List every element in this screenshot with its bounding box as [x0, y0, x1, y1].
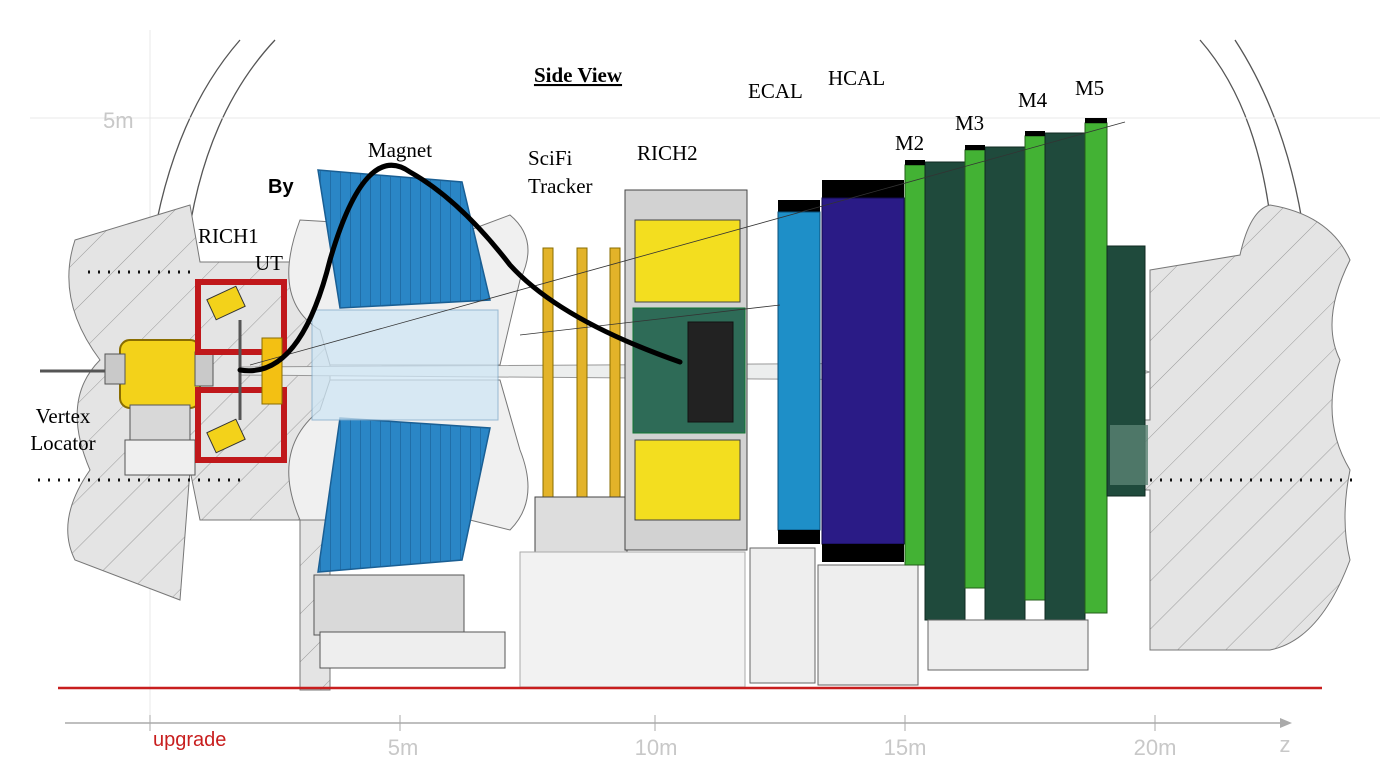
vertical-5m-label: 5m — [103, 108, 134, 133]
vertex-locator — [104, 339, 214, 476]
label-magnet: Magnet — [368, 138, 432, 162]
label-m4: M4 — [1018, 88, 1048, 112]
upgrade-label: upgrade — [153, 729, 226, 751]
diagram-title: Side View — [534, 63, 623, 87]
ecal — [749, 200, 821, 684]
z-axis — [65, 715, 1292, 731]
dotted-guides — [38, 270, 1360, 482]
rich1-detector — [195, 279, 287, 463]
label-rich2: RICH2 — [637, 141, 698, 165]
z-tick-20m: 20m — [1134, 735, 1177, 760]
label-ecal: ECAL — [748, 79, 803, 103]
label-hcal: HCAL — [828, 66, 885, 90]
label-m2: M2 — [895, 131, 924, 155]
label-scifi: SciFi — [528, 146, 573, 170]
muon-stations — [904, 118, 1148, 671]
z-tick-10m: 10m — [635, 735, 678, 760]
field-label: By — [268, 176, 294, 198]
label-ut: UT — [255, 251, 283, 275]
platform — [519, 551, 746, 688]
z-tick-15m: 15m — [884, 735, 927, 760]
label-rich1: RICH1 — [198, 224, 259, 248]
ut-tracker — [261, 337, 283, 405]
rich2-detector — [624, 189, 748, 551]
label-vertex: Vertex — [36, 404, 91, 428]
hcal — [817, 180, 919, 686]
label-locator: Locator — [30, 431, 95, 455]
scifi-tracker — [534, 247, 628, 553]
z-axis-label: z — [1280, 732, 1291, 757]
label-m5: M5 — [1075, 76, 1104, 100]
label-tracker: Tracker — [528, 174, 593, 198]
field-curve — [237, 162, 683, 374]
label-m3: M3 — [955, 111, 984, 135]
acceptance-lines — [249, 121, 1126, 366]
z-tick-5m: 5m — [388, 735, 419, 760]
right-shielding — [1119, 204, 1351, 651]
magnet — [288, 169, 529, 669]
